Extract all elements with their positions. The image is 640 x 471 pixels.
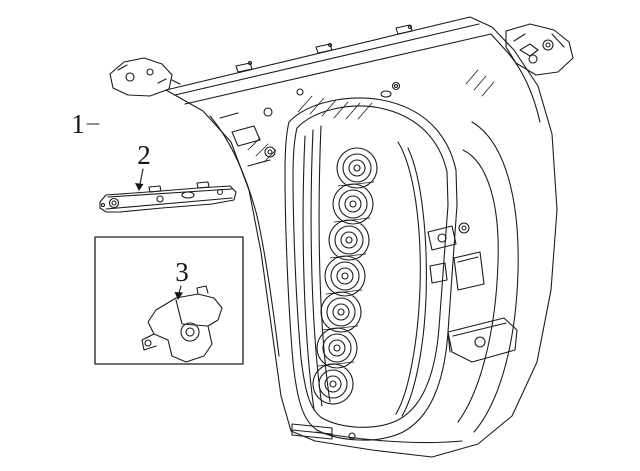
bracket-2-detail-lines — [105, 181, 233, 210]
assembly-outline — [165, 16, 558, 458]
callout-3: 3 — [174, 257, 189, 300]
callout-3-arrowhead — [174, 292, 183, 300]
hatching-lines — [247, 69, 495, 163]
lens-bezel-outer — [284, 97, 458, 441]
callout-1-label: 1 — [71, 109, 85, 139]
assembly-top-flange-lines — [174, 23, 510, 105]
upper-left-bracket-holes — [125, 68, 154, 82]
assembly-small-circles — [247, 25, 486, 440]
callout-2-arrowhead — [135, 183, 144, 191]
lower-mount-foot — [447, 317, 518, 363]
callout-3-label: 3 — [175, 257, 189, 287]
bracket-3-holes — [144, 322, 200, 347]
headlamp-assembly-drawing — [165, 16, 558, 458]
upper-right-bracket-drawing — [505, 23, 574, 76]
callout-2-label: 2 — [137, 140, 151, 170]
callout-1: 1 — [71, 109, 100, 139]
lens-bezel-inner — [292, 105, 449, 428]
coil-dividers — [317, 181, 375, 367]
callout-2-leader — [139, 168, 144, 185]
bracket-part-2-drawing — [99, 181, 237, 213]
turn-signal-band — [395, 141, 427, 417]
housing-inner-curves — [209, 53, 541, 433]
upper-right-bracket-holes — [528, 39, 554, 64]
flange-clips — [235, 24, 413, 73]
bracket-2-holes — [100, 188, 224, 209]
bracket-2-outline — [99, 185, 237, 213]
ink-layer: 1 2 3 — [71, 16, 574, 458]
callout-2: 2 — [135, 140, 151, 191]
led-projector-coils — [312, 147, 378, 405]
bracket-3-outline — [147, 293, 223, 363]
housing-detail-shapes — [219, 112, 271, 167]
upper-left-bracket-outline — [109, 57, 181, 97]
upper-left-bracket-drawing — [109, 57, 181, 97]
bottom-edge-line — [315, 431, 463, 444]
side-connector-boxes — [427, 225, 485, 291]
bracket-part-3-drawing — [141, 285, 223, 363]
detail-box — [94, 236, 244, 365]
callout-3-leader — [178, 285, 182, 294]
bottom-tab — [291, 423, 333, 440]
upper-right-bracket-outline — [505, 23, 574, 76]
bracket-3-detail-lines — [141, 285, 209, 351]
drl-light-guide-lines — [302, 125, 331, 411]
